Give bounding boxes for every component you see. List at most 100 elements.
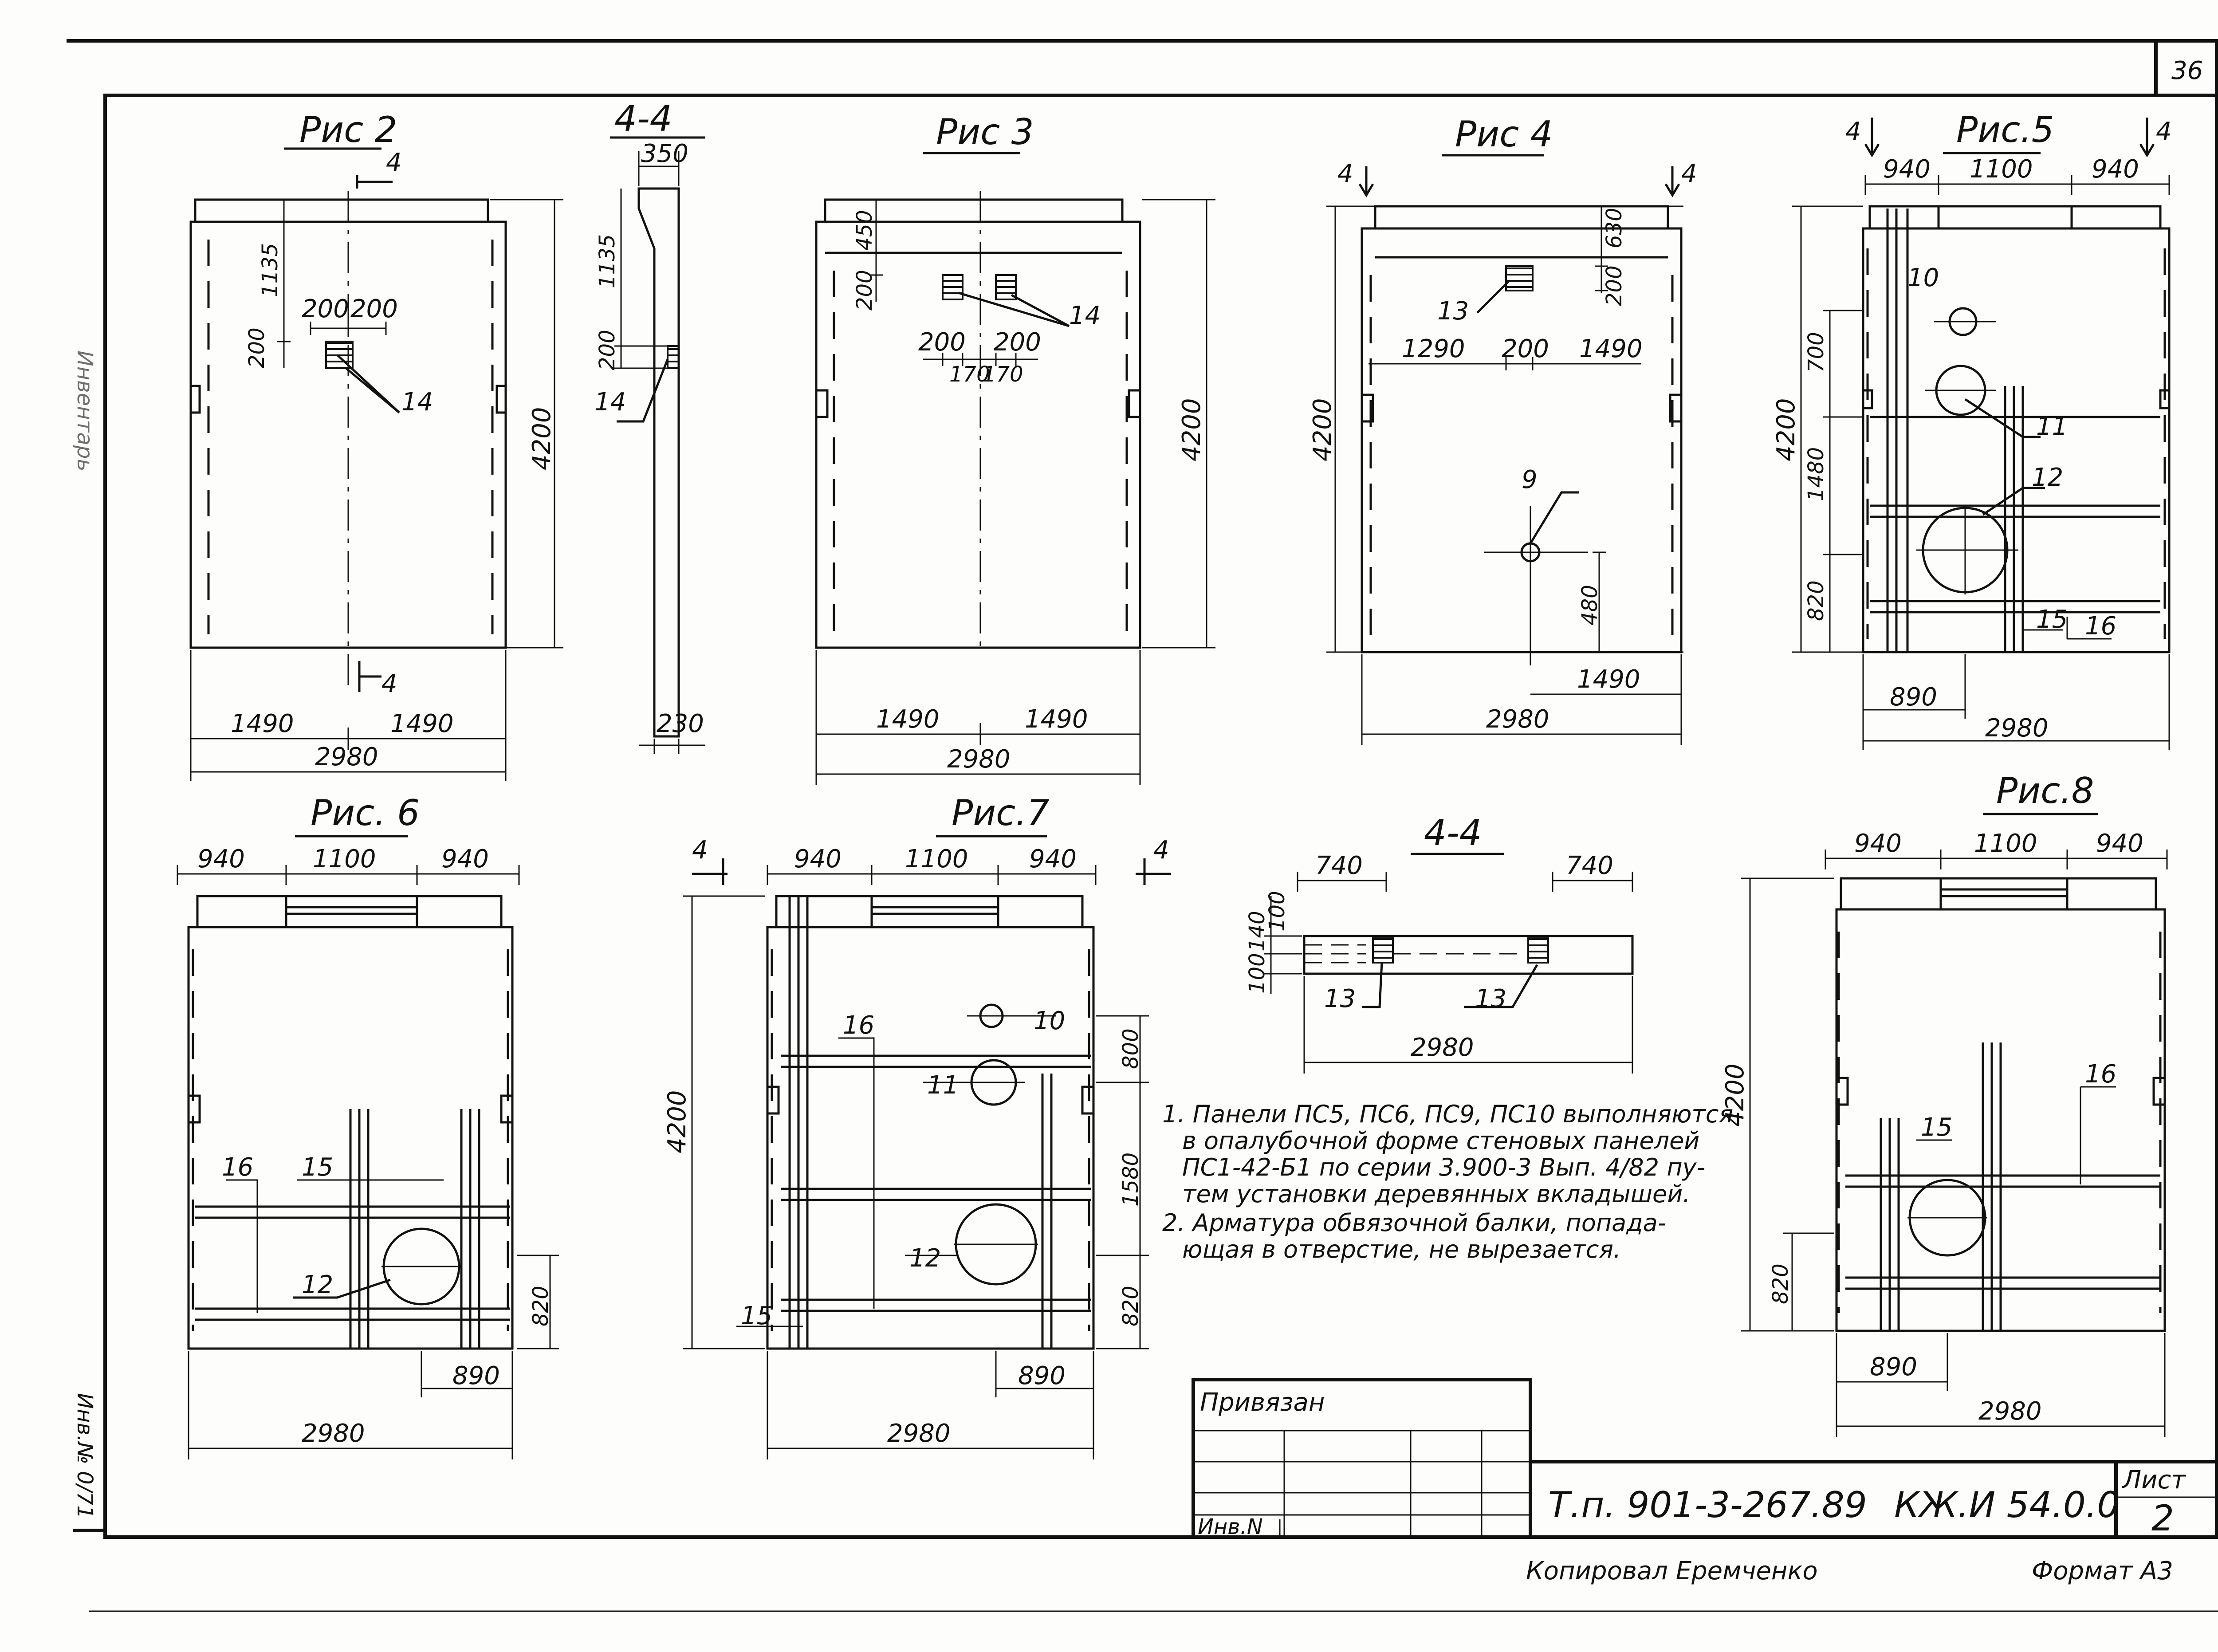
fig6-w-total: 2980 [302, 1419, 365, 1448]
sec44a-bottom: 230 [657, 709, 704, 738]
fig7-w1: 940 [794, 845, 842, 873]
fig3-hole-left [942, 274, 963, 300]
fig7-callout-15: 15 [741, 1302, 772, 1330]
fig2-callout-14: 14 [401, 388, 433, 417]
fig5-callout-15: 15 [2036, 605, 2068, 634]
fig3-d-top: 450 [852, 210, 877, 251]
fig4-d-hole: 200 [1602, 265, 1627, 306]
sec44b-d1: 140 [1245, 911, 1270, 952]
fig5-title: Рис.5 [1956, 109, 2054, 150]
fig8-drawing: Рис.8 940 1100 940 15 16 4200 820 890 29… [1721, 770, 2168, 1437]
fig5-callout-11: 11 [2036, 412, 2068, 441]
title-inv: Инв.N [1198, 1514, 1263, 1539]
fig5-w-bottom: 890 [1890, 683, 1937, 712]
fig4-w1: 1290 [1402, 334, 1465, 363]
fig5-w-total: 2980 [1985, 714, 2049, 743]
fig8-h-bottom: 820 [1768, 1263, 1793, 1304]
footer-format: Формат А3 [2032, 1557, 2173, 1585]
fig3-h-total: 4200 [1177, 398, 1206, 461]
fig3-d-hole: 200 [852, 270, 877, 311]
fig6-w2: 1100 [313, 845, 376, 873]
note-line-3: ПС1-42-Б1 по серии 3.900-3 Вып. 4/82 пу- [1182, 1153, 1705, 1181]
fig4-d-top: 630 [1602, 208, 1627, 248]
fig5-h2: 1480 [1804, 447, 1829, 501]
fig6-h-bottom: 820 [528, 1286, 553, 1326]
fig2-hole-w1: 200 [302, 295, 349, 323]
fig5-drawing: Рис.5 4 4 940 1100 940 10 11 12 15 16 42… [1772, 109, 2172, 750]
note-line-1: 1. Панели ПС5, ПС6, ПС9, ПС10 выполняютс… [1162, 1100, 1733, 1128]
fig4-h-total: 4200 [1308, 398, 1337, 461]
fig6-w-bottom: 890 [452, 1361, 500, 1390]
sec44a-title: 4-4 [614, 98, 672, 139]
fig7-h3: 820 [1118, 1286, 1143, 1326]
fig8-w-bottom: 890 [1870, 1353, 1917, 1381]
sec44b-insert-left [1372, 937, 1394, 964]
fig2-d-hole: 200 [244, 327, 269, 368]
fig6-callout-12: 12 [302, 1270, 333, 1299]
fig3-w-a: 200 [918, 328, 966, 357]
fig2-section-mark-top: 4 [386, 148, 402, 177]
sec44b-section [1303, 935, 1634, 975]
sec44b-title: 4-4 [1424, 812, 1482, 854]
fig8-w2: 1100 [1974, 829, 2037, 858]
fig3-w-d: 170 [983, 362, 1023, 387]
fig5-w1: 940 [1883, 155, 1931, 184]
sec44b-callout-13b: 13 [1475, 984, 1506, 1013]
fig7-title: Рис.7 [952, 792, 1050, 834]
fig3-w-right: 1490 [1025, 705, 1088, 734]
fig5-callout-16: 16 [2085, 612, 2116, 641]
fig2-title: Рис 2 [299, 109, 397, 150]
fig7-callout-10: 10 [1034, 1007, 1065, 1035]
sheet-frame [67, 39, 2218, 1612]
fig6-w3: 940 [441, 845, 489, 873]
fig5-h1: 700 [1804, 332, 1829, 373]
fig8-h-total: 4200 [1721, 1063, 1750, 1127]
fig5-section-right: 4 [2156, 117, 2172, 146]
fig2-w-left: 1490 [231, 709, 294, 738]
sec44b-w-left: 740 [1315, 851, 1363, 880]
fig5-h-total: 4200 [1772, 398, 1801, 461]
title-code: КЖ.И 54.0.0 [1894, 1484, 2120, 1526]
sec44b-w-total: 2980 [1411, 1033, 1474, 1062]
fig7-h-total: 4200 [663, 1090, 692, 1153]
fig6-w1: 940 [197, 845, 245, 873]
fig2-drawing: Рис 2 4 14 200 200 1135 200 4200 4 1490 … [189, 109, 563, 781]
fig5-h3: 820 [1804, 580, 1829, 621]
fig2-w-total: 2980 [315, 743, 378, 771]
fig4-title: Рис 4 [1455, 114, 1553, 155]
fig3-callout-14: 14 [1069, 301, 1101, 330]
fig8-title: Рис.8 [1996, 770, 2094, 811]
note-line-6: ющая в отверстие, не вырезается. [1182, 1235, 1621, 1263]
fig7-section-right: 4 [1153, 836, 1169, 865]
fig7-callout-16: 16 [843, 1011, 874, 1040]
fig4-callout-9: 9 [1522, 465, 1538, 494]
fig4-drawing: Рис 4 4 4 13 1290 200 1490 630 200 9 480… [1308, 114, 1697, 745]
fig6-drawing: Рис. 6 940 1100 940 12 16 15 820 890 298… [177, 792, 559, 1459]
fig3-w-c: 170 [949, 362, 990, 387]
fig4-section-right: 4 [1681, 159, 1697, 188]
fig5-w3: 940 [2092, 155, 2139, 184]
fig2-h-total: 4200 [527, 407, 556, 470]
note-line-5: 2. Арматура обвязочной балки, попада- [1162, 1209, 1666, 1237]
title-project: Т.п. 901-3-267.89 [1548, 1484, 1867, 1526]
fig6-callout-16: 16 [222, 1153, 253, 1182]
note-line-4: тем установки деревянных вкладышей. [1182, 1180, 1690, 1208]
section-4-4-b: 4-4 740 740 13 13 140 100 100 2980 [1245, 812, 1634, 1074]
fig7-w-bottom: 890 [1018, 1361, 1066, 1390]
fig7-w3: 940 [1029, 845, 1077, 873]
fig8-w-total: 2980 [1978, 1397, 2042, 1426]
fig5-w2: 1100 [1970, 155, 2033, 184]
fig6-title: Рис. 6 [311, 792, 420, 834]
fig2-hole-w2: 200 [350, 295, 398, 323]
fig7-h2: 1580 [1118, 1152, 1143, 1207]
fig4-hole [1505, 265, 1534, 291]
sec44a-callout: 14 [594, 388, 626, 417]
fig4-w-total: 2980 [1486, 705, 1549, 734]
fig8-callout-16: 16 [2085, 1060, 2116, 1089]
sec44b-w-right: 740 [1566, 851, 1613, 880]
fig4-d-bottom: 480 [1577, 585, 1602, 625]
fig5-section-left: 4 [1845, 117, 1861, 146]
title-block: Привязан Инв.N Т.п. 901-3-267.89 КЖ.И 54… [1192, 1378, 2217, 1539]
fig6-callout-15: 15 [302, 1153, 333, 1182]
